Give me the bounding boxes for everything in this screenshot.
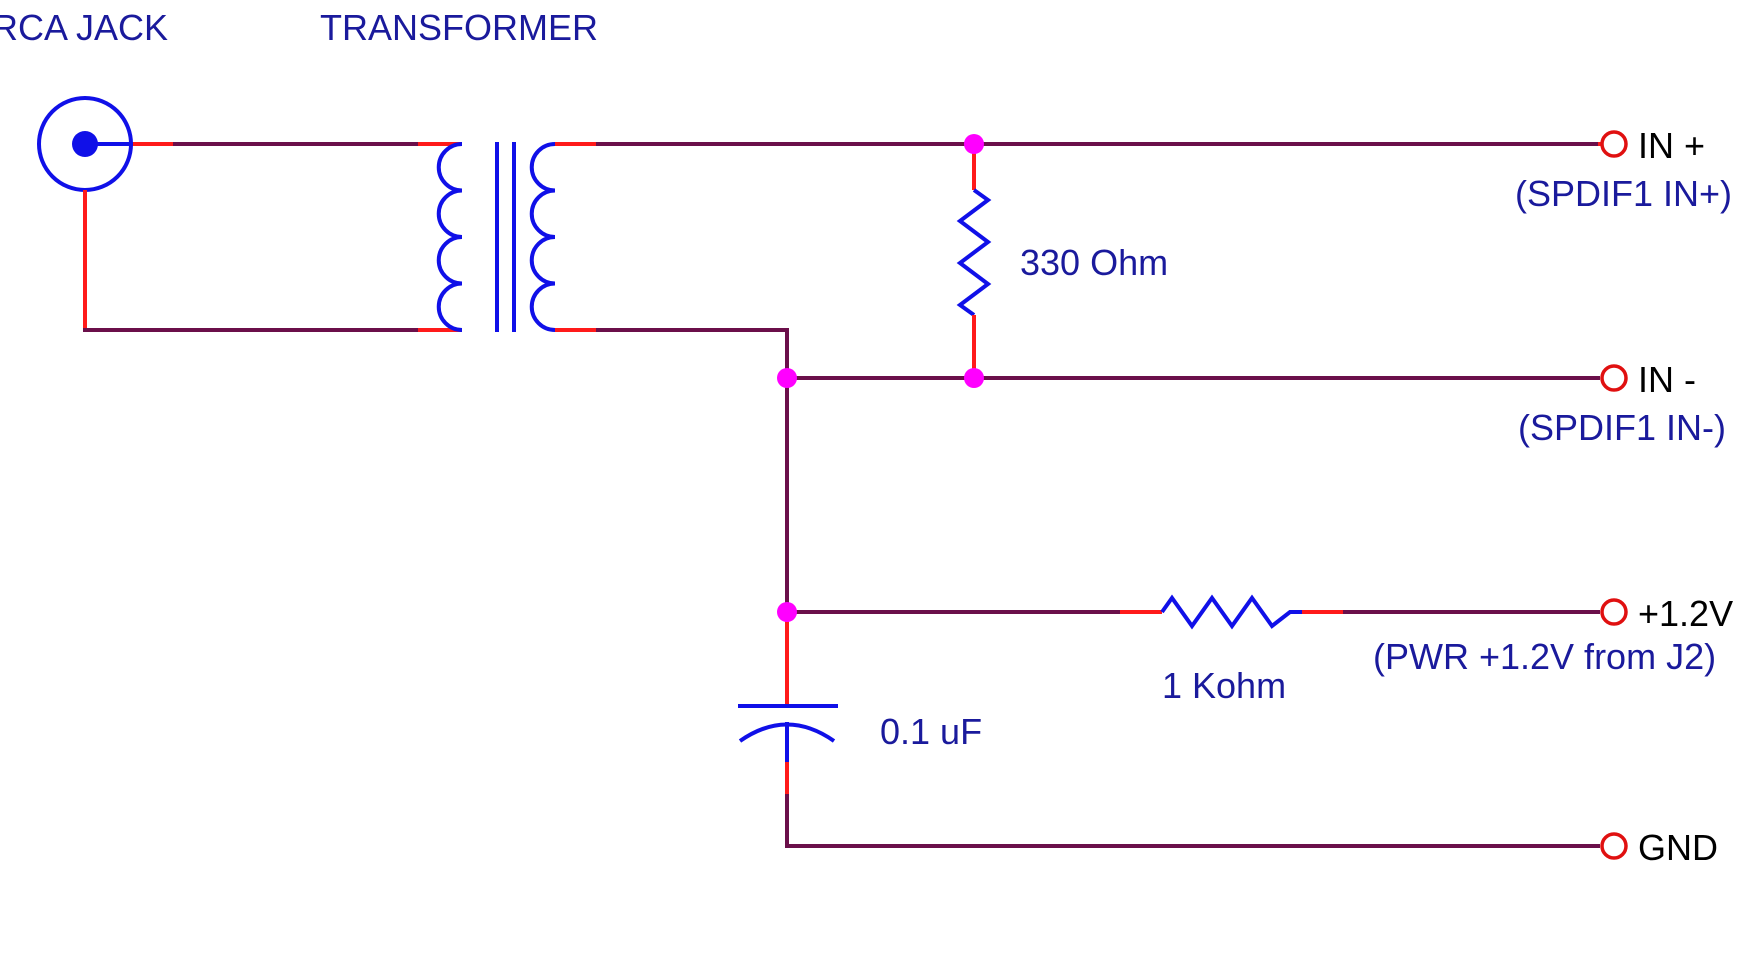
wire-gnd-rail [785,794,1600,848]
terminal-gnd-name: GND [1638,827,1718,868]
terminal-vplus-name: +1.2V [1638,593,1733,634]
resistor-1k-label: 1 Kohm [1162,665,1286,706]
terminal-vplus-pin [1600,598,1628,626]
terminal-vplus-note: (PWR +1.2V from J2) [1373,636,1716,677]
resistor-1-kohm [1120,594,1345,630]
rca-jack [37,96,175,330]
terminal-in-plus-note: (SPDIF1 IN+) [1515,173,1732,214]
transformer-primary-coil [436,142,463,332]
wire-secondary-bottom [596,328,789,380]
resistor-1k-body [1160,594,1302,630]
terminal-in-minus-pin [1600,364,1628,392]
terminal-gnd-pin [1600,832,1628,860]
resistor-330-label: 330 Ohm [1020,242,1168,283]
rca-jack-label: RCA JACK [0,7,168,48]
capacitor-0-1-uf [738,612,838,796]
terminal-in-minus-name: IN - [1638,359,1696,400]
transformer-secondary-coil [529,142,556,332]
junction-in-plus-resistor [964,134,984,154]
transformer [418,142,598,332]
terminal-in-minus-note: (SPDIF1 IN-) [1518,407,1726,448]
junction-in-minus-resistor [964,368,984,388]
resistor-330-ohm [956,144,992,378]
junction-in-minus-bus [777,368,797,388]
resistor-330-body [956,188,992,317]
junction-vplus-bus [777,602,797,622]
terminal-in-plus-pin [1600,130,1628,158]
transformer-label: TRANSFORMER [320,7,598,48]
terminal-in-plus-name: IN + [1638,125,1705,166]
capacitor-label: 0.1 uF [880,711,982,752]
